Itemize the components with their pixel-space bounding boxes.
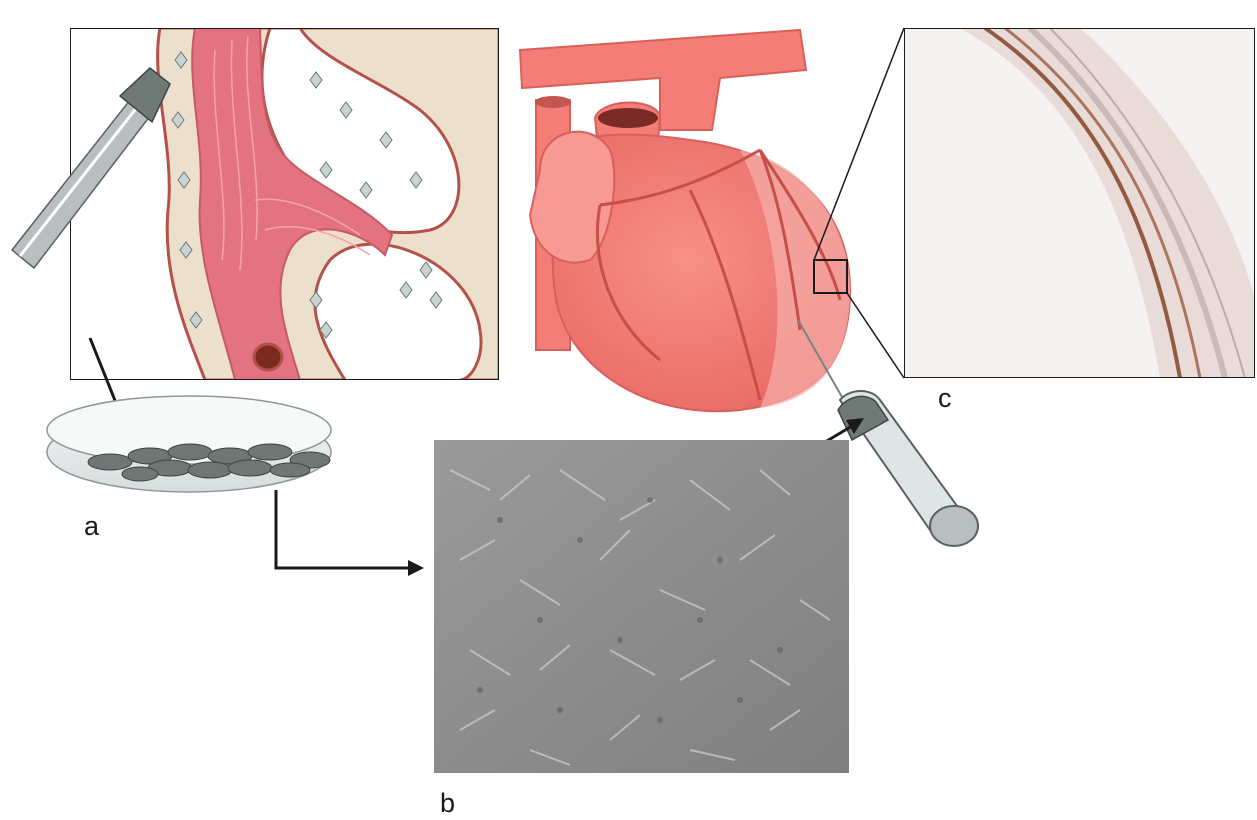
zoom-line-top [814,28,904,260]
panel-label-b: b [440,790,455,817]
histology-micrograph [904,28,1255,378]
panel-label-c: c [938,385,952,412]
arrow-icon [276,490,424,576]
heart-icon [520,30,850,411]
tissue-section-illustration [70,28,499,380]
panel-label-a: a [84,513,99,540]
petri-dish-icon [47,396,331,492]
zoom-line-bottom [847,293,904,378]
vessel-lumen [254,344,282,370]
cell-culture-micrograph [434,440,849,773]
